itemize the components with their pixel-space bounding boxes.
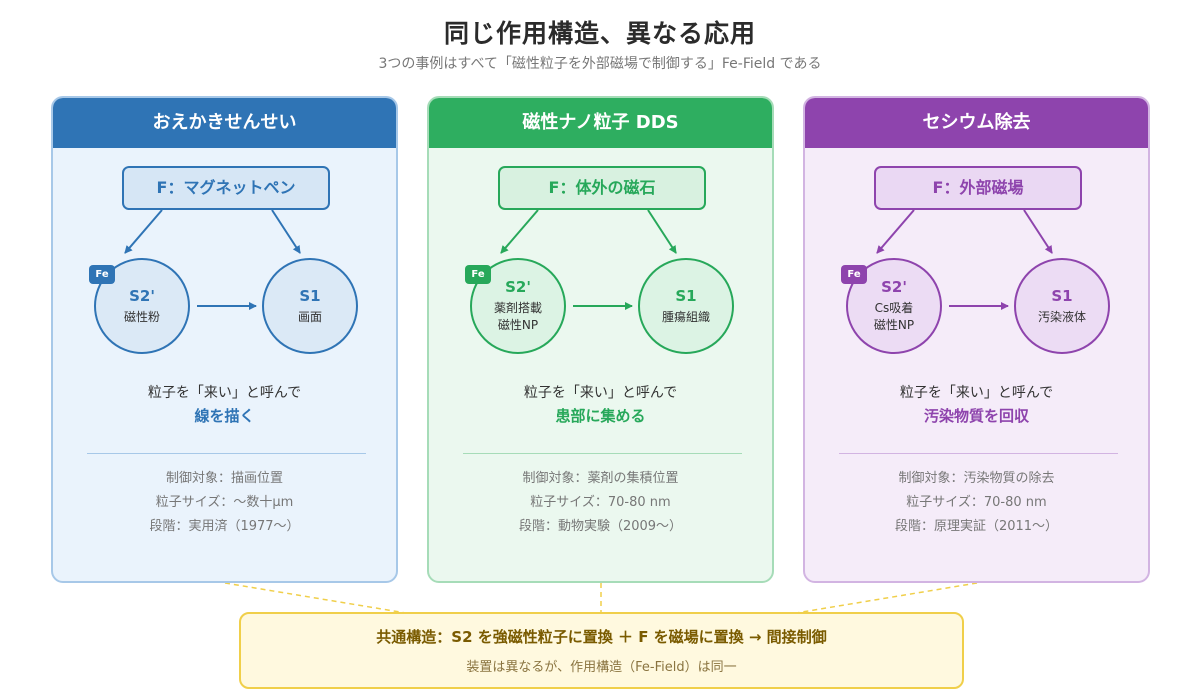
card-header: 磁性ナノ粒子 DDS: [429, 98, 772, 148]
divider: [839, 453, 1118, 454]
arrow-field-to-s2: [124, 209, 163, 254]
arrow-field-to-s1: [647, 209, 677, 254]
s2-title: S2': [881, 278, 907, 296]
detail-particle-size: 粒子サイズ：70-80 nm: [906, 495, 1047, 510]
arrow-field-to-s2: [876, 209, 915, 254]
s2-subtitle: 磁性粉: [123, 309, 160, 324]
flow-arrows: [124, 209, 301, 310]
detail-particle-size: 粒子サイズ：70-80 nm: [530, 495, 671, 510]
common-structure-note: 装置は異なるが、作用構造（Fe-Field）は同一: [466, 660, 737, 675]
card-header: おえかきせんせい: [53, 98, 396, 148]
s1-title: S1: [1051, 286, 1073, 305]
s2-circle: S2' 磁性粉: [94, 258, 190, 354]
detail-stage: 段階：動物実験（2009〜）: [518, 519, 683, 534]
s1-circle: S1 画面: [262, 258, 358, 354]
page-title: 同じ作用構造、異なる応用: [443, 19, 756, 48]
s2-subtitle: 薬剤搭載 磁性NP: [493, 301, 542, 332]
flow-arrows: [876, 209, 1053, 310]
s2-title: S2': [505, 278, 531, 296]
arrow-field-to-s2: [500, 209, 539, 254]
s2-title: S2': [129, 286, 155, 305]
detail-control-target: 制御対象：汚染物質の除去: [898, 471, 1055, 486]
s1-title: S1: [675, 286, 697, 305]
detail-stage: 段階：原理実証（2011〜）: [894, 519, 1059, 534]
s1-subtitle: 汚染液体: [1037, 309, 1086, 324]
flow-arrows: [500, 209, 677, 310]
s2-subtitle: Cs吸着 磁性NP: [873, 301, 915, 332]
divider: [463, 453, 742, 454]
detail-particle-size: 粒子サイズ：〜数十μm: [155, 495, 294, 510]
description-line2: 患部に集める: [555, 407, 646, 425]
arrow-field-to-s1: [1023, 209, 1053, 254]
description-line2: 汚染物質を回収: [923, 407, 1029, 425]
s1-circle: S1 腫瘍組織: [638, 258, 734, 354]
fe-badge: Fe: [89, 265, 115, 284]
common-structure-box: 共通構造：S2 を強磁性粒子に置換 ＋ F を磁場に置換 → 間接制御 装置は異…: [239, 612, 964, 689]
divider: [87, 453, 366, 454]
description-line1: 粒子を「来い」と呼んで: [523, 385, 678, 401]
s1-subtitle: 腫瘍組織: [661, 309, 710, 324]
detail-control-target: 制御対象：薬剤の集積位置: [522, 471, 679, 486]
s1-circle: S1 汚染液体: [1014, 258, 1110, 354]
detail-control-target: 制御対象：描画位置: [165, 471, 283, 486]
common-structure-title: 共通構造：S2 を強磁性粒子に置換 ＋ F を磁場に置換 → 間接制御: [376, 628, 827, 646]
page-subtitle: 3つの事例はすべて「磁性粒子を外部磁場で制御する」Fe-Field である: [378, 56, 822, 72]
case-card-dds: 磁性ナノ粒子 DDS F：体外の磁石 S2' 薬剤搭載 磁性NP Fe S1 腫…: [427, 96, 774, 583]
case-card-cesium: セシウム除去 F：外部磁場 S2' Cs吸着 磁性NP Fe S1 汚染液体 粒…: [803, 96, 1150, 583]
s1-title: S1: [299, 286, 321, 305]
description-line1: 粒子を「来い」と呼んで: [899, 385, 1054, 401]
card-header: セシウム除去: [805, 98, 1148, 148]
fe-badge: Fe: [465, 265, 491, 284]
field-box: F：外部磁場: [874, 166, 1082, 210]
case-card-drawing: おえかきせんせい F：マグネットペン S2' 磁性粉 Fe S1 画面 粒子を「…: [51, 96, 398, 583]
field-box: F：マグネットペン: [122, 166, 330, 210]
s1-subtitle: 画面: [297, 309, 322, 324]
field-box: F：体外の磁石: [498, 166, 706, 210]
description-line1: 粒子を「来い」と呼んで: [147, 385, 302, 401]
arrow-field-to-s1: [271, 209, 301, 254]
description-line2: 線を描く: [194, 407, 255, 425]
detail-stage: 段階：実用済（1977〜）: [149, 519, 300, 534]
fe-badge: Fe: [841, 265, 867, 284]
